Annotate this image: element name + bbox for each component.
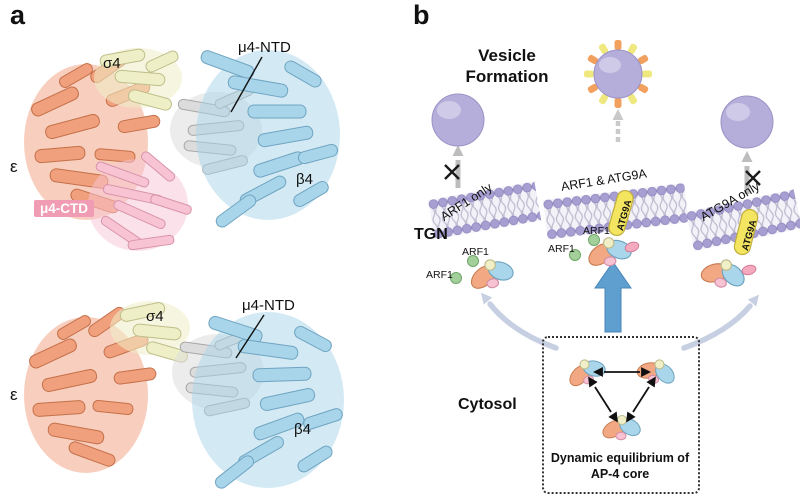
atg9a-protein-middle	[608, 189, 634, 237]
arf1-gtpase	[450, 272, 462, 284]
panel-b-label: b	[413, 0, 430, 30]
mu4-ctd-domain	[88, 151, 192, 251]
vesicle-coated	[584, 40, 652, 108]
tgn-membrane-left	[428, 181, 542, 240]
ap4-complex-middle	[569, 233, 640, 272]
equilibrium-arrows	[585, 367, 659, 424]
arf1-label: ARF1	[548, 243, 575, 255]
arf1-gtpase	[588, 234, 600, 246]
mu4-ntd-leader-line	[230, 56, 263, 113]
mu4-ntd-label-bottom: μ4-NTD	[242, 297, 295, 314]
ap4-core-equilibrium	[561, 352, 682, 442]
atg9a-tail	[624, 241, 640, 253]
epsilon-label-bottom: ε	[10, 385, 18, 404]
mu4-ntd-label-top: μ4-NTD	[238, 39, 291, 56]
beta4-label-bottom: β4	[294, 421, 311, 438]
equilibrium-box	[542, 336, 700, 494]
epsilon-domain	[24, 306, 157, 473]
arf1-gtpase	[569, 249, 581, 261]
sigma4-label-top: σ4	[103, 55, 121, 72]
ap4-structure-closed	[24, 48, 340, 251]
epsilon-label-top: ε	[10, 157, 18, 176]
vesicle-plain-left	[431, 93, 485, 147]
blocked-arrow-right	[741, 151, 761, 194]
arf1-label: ARF1	[462, 246, 489, 258]
beta4-domain	[196, 50, 340, 228]
blocked-cross-icon	[444, 164, 460, 180]
sigma4-domain	[94, 48, 182, 111]
vesicle-formation-arrow	[612, 109, 624, 142]
atg9a-protein-right	[733, 208, 759, 256]
mu4-ctd-label: μ4-CTD	[34, 200, 95, 217]
vesicle-formation-title: Vesicle Formation	[465, 46, 549, 87]
ap4-complex-right	[694, 252, 757, 296]
cytosol-label: Cytosol	[458, 396, 517, 413]
equilibrium-caption: Dynamic equilibrium of AP-4 core	[550, 451, 690, 482]
recruitment-up-arrow	[594, 261, 632, 333]
vesicle-plain-right	[720, 95, 774, 149]
beta4-label-top: β4	[296, 171, 313, 188]
sigma4-label-bottom: σ4	[146, 308, 164, 325]
ap4-complex-left	[450, 253, 520, 296]
ap4-structure-open	[24, 301, 344, 489]
tgn-label: TGN	[414, 226, 448, 243]
panel-a-label: a	[10, 0, 26, 30]
blocked-arrow-left	[444, 145, 464, 188]
blocked-cross-icon	[745, 170, 761, 186]
arf1-label: ARF1	[583, 225, 610, 237]
mu4-ntd-leader-line	[235, 314, 265, 359]
atg9a-tail	[741, 264, 757, 276]
arf1-gtpase	[467, 255, 479, 267]
arf1-label: ARF1	[426, 269, 453, 281]
beta4-domain	[192, 312, 344, 489]
recruitment-curved-arrows	[476, 289, 764, 351]
